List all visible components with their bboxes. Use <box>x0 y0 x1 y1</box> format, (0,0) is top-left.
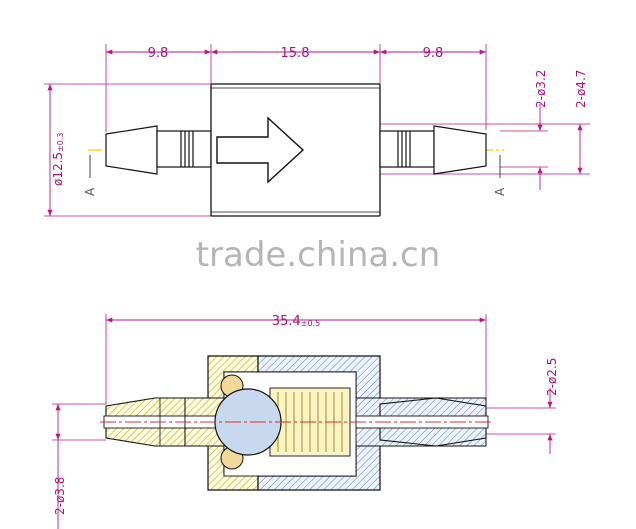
dim-bore-diameter-text: 2-ø2.5 <box>545 358 559 396</box>
right-barb <box>379 125 487 175</box>
dim-left-length-text: 9.8 <box>148 46 169 61</box>
dim-bore-diameter: 2-ø2.5 <box>486 358 559 454</box>
dim-body-diameter-text: ø12.5±0.3 <box>51 133 65 187</box>
dim-center-length: 15.8 <box>211 46 380 61</box>
dim-body-diameter: ø12.5±0.3 <box>47 84 65 216</box>
section-mark-right: A <box>493 155 507 196</box>
dim-right-length: 9.8 <box>380 46 486 61</box>
section-mark-left-text: A <box>83 187 97 196</box>
dim-center-length-text: 15.8 <box>281 46 310 61</box>
dim-outer-diameter-text: 2-ø4.7 <box>574 70 588 108</box>
section-mark-right-text: A <box>493 187 507 196</box>
dim-left-length: 9.8 <box>106 46 211 61</box>
section-view: 35.4±0.5 2-ø2.5 2-ø3.8 <box>52 314 559 529</box>
dim-total-length: 35.4±0.5 <box>105 314 487 404</box>
watermark-text: trade.china.cn <box>196 235 441 275</box>
left-barb <box>105 125 212 175</box>
flow-direction-arrow-icon <box>216 116 305 184</box>
dim-inner-diameter: 2-ø3.2 <box>534 70 548 190</box>
top-view: 9.8 15.8 9.8 ø12.5±0.3 2-ø3.2 2-ø4.7 <box>44 44 590 217</box>
valve-body <box>210 83 381 217</box>
dim-inner-diameter-text: 2-ø3.2 <box>534 70 548 108</box>
section-mark-left: A <box>83 155 97 196</box>
dim-barb-diameter: 2-ø3.8 <box>52 403 106 529</box>
section-right-body <box>257 355 489 491</box>
dim-barb-diameter-text: 2-ø3.8 <box>53 477 67 515</box>
dim-total-length-text: 35.4±0.5 <box>272 314 320 329</box>
dim-outer-diameter: 2-ø4.7 <box>574 70 588 174</box>
dim-right-length-text: 9.8 <box>423 46 444 61</box>
